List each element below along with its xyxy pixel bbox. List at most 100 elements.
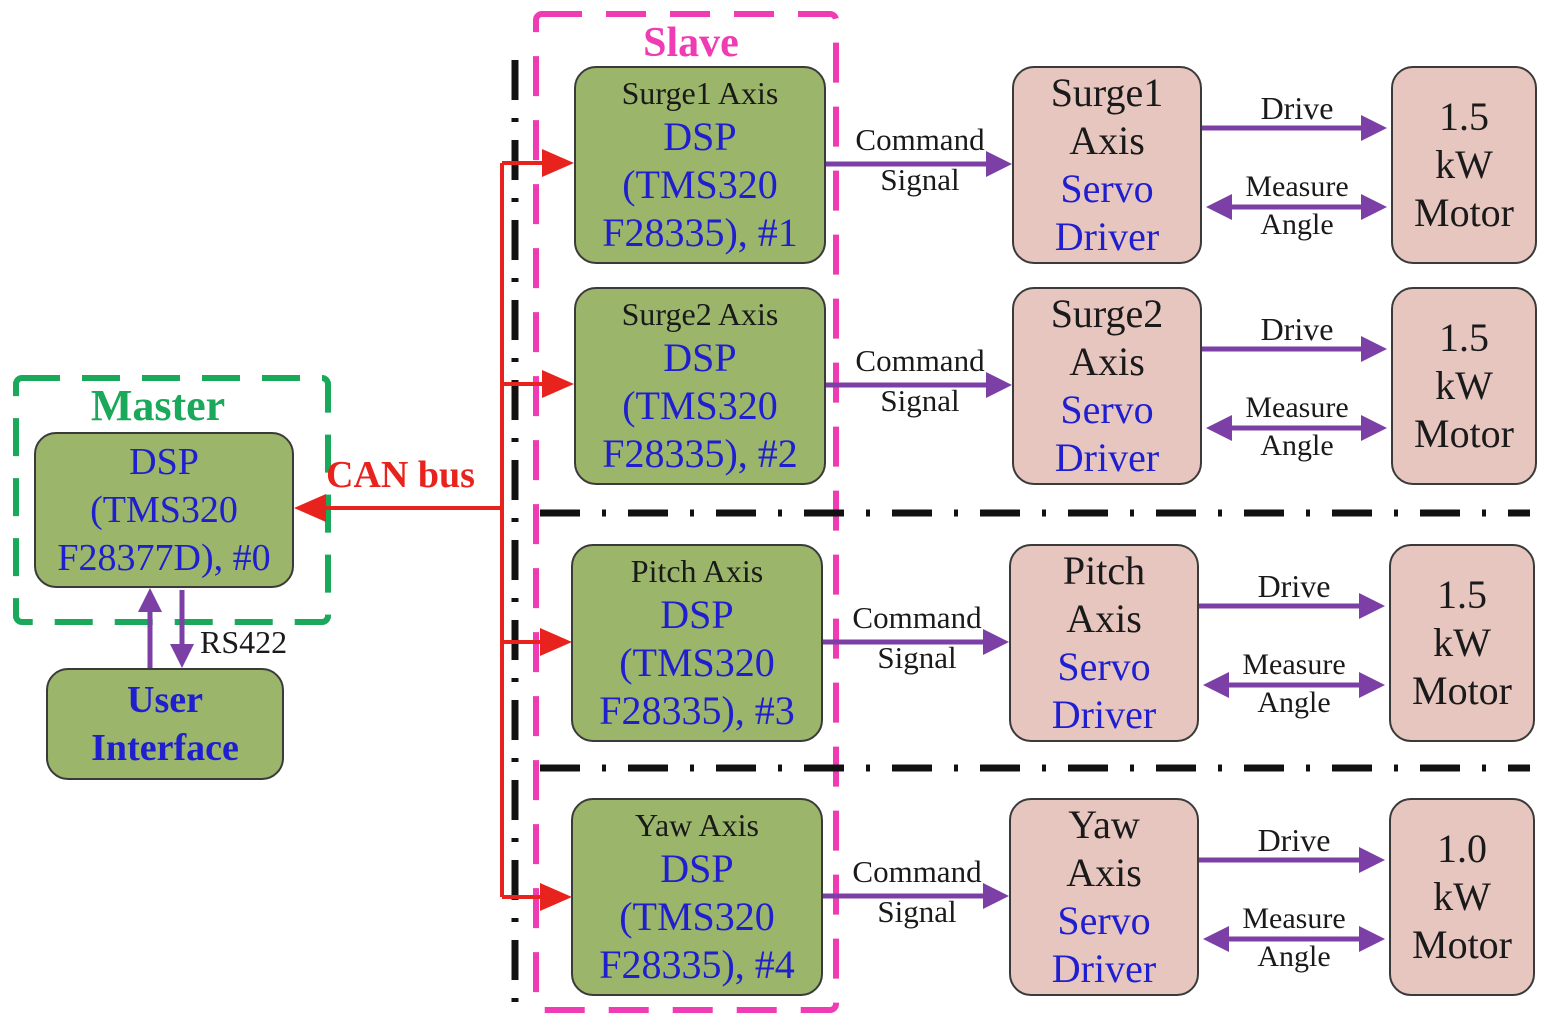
yaw-dsp-line-4: F28335), #4	[599, 942, 795, 987]
surge2-dsp-line-1: Surge2 Axis	[621, 296, 779, 332]
yaw-drive-label: Drive	[1257, 822, 1331, 858]
surge1-measure-label: Measure	[1245, 170, 1349, 203]
surge2-measure-arrowhead-left	[1206, 415, 1232, 441]
surge1-driver-line-1: Surge1	[1050, 70, 1164, 115]
yaw-drive-arrowhead	[1359, 847, 1385, 873]
yaw-command-label: Command	[852, 854, 982, 889]
yaw-motor-line-1: 1.0	[1437, 826, 1487, 871]
surge1-dsp-line-2: DSP	[663, 114, 737, 159]
rs422-link	[138, 588, 194, 668]
surge2-drive-label: Drive	[1260, 311, 1334, 347]
yaw-measure-arrowhead-right	[1359, 926, 1385, 952]
surge1-motor-line-3: Motor	[1414, 190, 1514, 235]
surge1-driver-line-2: Axis	[1069, 118, 1145, 163]
surge1-angle-label: Angle	[1260, 208, 1334, 241]
yaw-driver-line-1: Yaw	[1068, 802, 1140, 847]
pitch-driver-line-1: Pitch	[1062, 548, 1146, 593]
pitch-dsp-line-2: DSP	[660, 592, 734, 637]
pitch-motor-line-3: Motor	[1412, 668, 1512, 713]
can-bus-arrowheads	[294, 149, 574, 911]
surge2-driver-line-1: Surge2	[1050, 291, 1164, 336]
surge1-motor-line-2: kW	[1435, 142, 1493, 187]
pitch-command-label: Command	[852, 600, 982, 635]
yaw-command-arrowhead	[983, 883, 1009, 909]
surge2-driver-line-3: Servo	[1060, 387, 1154, 432]
surge2-motor-line-2: kW	[1435, 363, 1493, 408]
surge2-measure-arrowhead-right	[1361, 415, 1387, 441]
surge2-motor-line-1: 1.5	[1439, 315, 1489, 360]
yaw-motor-line-2: kW	[1433, 874, 1491, 919]
yaw-driver-line-3: Servo	[1057, 898, 1151, 943]
pitch-angle-label: Angle	[1257, 686, 1331, 719]
pitch-motor-line-2: kW	[1433, 620, 1491, 665]
yaw-measure-arrowhead-left	[1203, 926, 1229, 952]
surge2-command-label: Command	[855, 343, 985, 378]
surge2-drive-arrowhead	[1361, 336, 1387, 362]
can-arrow-master	[294, 494, 326, 522]
can-bus-lines	[322, 161, 548, 899]
user-interface-line-2: Interface	[91, 727, 239, 769]
yaw-dsp-line-1: Yaw Axis	[635, 807, 759, 843]
surge1-driver-line-3: Servo	[1060, 166, 1154, 211]
pitch-driver-line-2: Axis	[1066, 596, 1142, 641]
yaw-measure-label: Measure	[1242, 902, 1346, 935]
master-title: Master	[90, 381, 226, 430]
surge2-command-arrowhead	[986, 372, 1012, 398]
surge1-drive-label: Drive	[1260, 90, 1334, 126]
surge2-signal-label: Signal	[880, 383, 960, 418]
surge1-command-label: Command	[855, 122, 985, 157]
pitch-dsp-line-1: Pitch Axis	[630, 553, 764, 589]
yaw-motor-line-3: Motor	[1412, 922, 1512, 967]
pitch-drive-arrowhead	[1359, 593, 1385, 619]
surge2-dsp-line-3: (TMS320	[622, 383, 778, 428]
pitch-drive-label: Drive	[1257, 568, 1331, 604]
surge2-dsp-line-4: F28335), #2	[602, 431, 798, 476]
pitch-driver-line-3: Servo	[1057, 644, 1151, 689]
surge1-measure-arrowhead-right	[1361, 194, 1387, 220]
master-dsp-line-3: F28377D), #0	[57, 537, 271, 579]
surge2-measure-label: Measure	[1245, 391, 1349, 424]
can-bus-label: CAN bus	[326, 454, 475, 496]
pitch-measure-arrowhead-left	[1203, 672, 1229, 698]
yaw-driver-line-2: Axis	[1066, 850, 1142, 895]
can-arrow-dsp3	[540, 628, 572, 656]
surge1-drive-arrowhead	[1361, 115, 1387, 141]
pitch-dsp-line-3: (TMS320	[619, 640, 775, 685]
surge2-driver-line-2: Axis	[1069, 339, 1145, 384]
yaw-signal-label: Signal	[877, 894, 957, 929]
yaw-driver-line-4: Driver	[1051, 946, 1157, 991]
master-dsp-line-2: (TMS320	[90, 489, 238, 531]
master-dsp-line-1: DSP	[129, 441, 199, 483]
axis-signal-arrows	[823, 115, 1387, 952]
surge1-dsp-line-1: Surge1 Axis	[621, 75, 779, 111]
master-group-border	[13, 375, 331, 625]
surge1-driver-line-4: Driver	[1054, 214, 1160, 259]
yaw-angle-label: Angle	[1257, 940, 1331, 973]
can-arrow-dsp1	[542, 149, 574, 177]
surge2-motor-line-3: Motor	[1414, 411, 1514, 456]
slave-title: Slave	[643, 20, 739, 66]
pitch-signal-label: Signal	[877, 640, 957, 675]
surge1-dsp-line-3: (TMS320	[622, 162, 778, 207]
surge1-signal-label: Signal	[880, 162, 960, 197]
pitch-driver-line-4: Driver	[1051, 692, 1157, 737]
user-interface-box: User Interface	[46, 668, 284, 780]
surge2-angle-label: Angle	[1260, 429, 1334, 462]
master-dsp-box: DSP (TMS320 F28377D), #0	[34, 432, 294, 588]
can-arrow-dsp2	[542, 370, 574, 398]
pitch-dsp-line-4: F28335), #3	[599, 688, 795, 733]
surge2-driver-line-4: Driver	[1054, 435, 1160, 480]
rs422-label: RS422	[200, 624, 288, 660]
